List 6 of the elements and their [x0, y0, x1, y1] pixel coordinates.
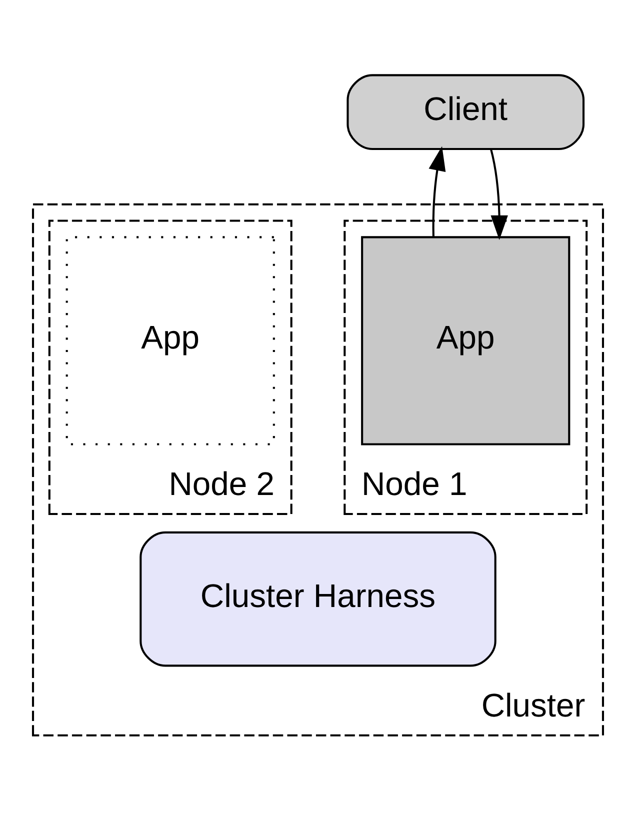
node-box: Client: [346, 74, 585, 150]
node-box: App: [66, 236, 275, 446]
arrow: [428, 146, 446, 237]
node-box: App: [361, 236, 570, 446]
arrow: [490, 148, 508, 240]
node-box: Cluster Harness: [140, 531, 496, 667]
